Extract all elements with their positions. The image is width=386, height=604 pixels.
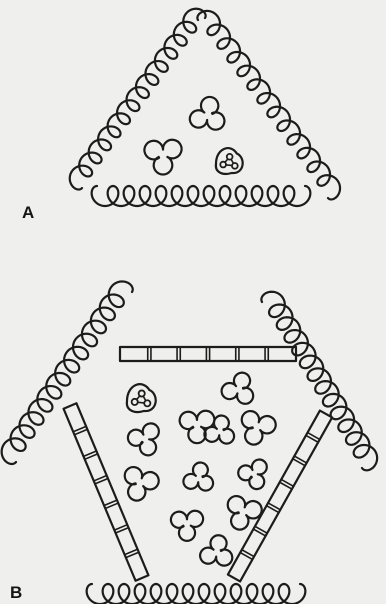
panel-a: A <box>22 9 340 222</box>
clover-blob <box>183 463 213 491</box>
clover-blob <box>190 97 225 130</box>
panel-a-helix-left <box>70 9 206 190</box>
strand-divider <box>242 550 254 557</box>
panel-b-interior <box>125 373 276 566</box>
strand-outline <box>228 411 332 582</box>
panel-b-helix-bottom <box>87 584 306 604</box>
panel-a-label: A <box>22 203 34 222</box>
panel-b-helix-right <box>261 292 377 471</box>
strand-divider <box>308 433 320 440</box>
panel-b-strand-top <box>120 347 296 361</box>
clover-blob <box>222 373 254 404</box>
clover-blob <box>238 460 267 490</box>
ringed-cluster <box>127 384 156 412</box>
strand-divider <box>267 506 279 513</box>
strand-outline <box>120 347 296 361</box>
strand-divider <box>268 503 280 510</box>
clover-blob <box>200 535 232 565</box>
panel-b: B <box>2 281 378 604</box>
strand-divider <box>281 479 293 486</box>
panel-b-label: B <box>10 583 22 602</box>
panel-b-helix-left <box>2 281 133 464</box>
ringed-cluster <box>216 148 243 174</box>
clover-blob <box>204 416 234 444</box>
clover-blob <box>171 511 203 541</box>
strand-divider <box>255 526 267 533</box>
strand-divider <box>280 482 292 489</box>
panel-a-helix-bottom <box>92 186 311 206</box>
strand-divider <box>240 553 252 560</box>
panel-a-interior <box>144 97 242 174</box>
strand-divider <box>293 459 305 466</box>
clover-blob <box>144 140 181 175</box>
clover-blob <box>125 467 159 501</box>
strand-divider <box>253 529 265 536</box>
panel-b-strand-right <box>228 411 332 582</box>
strand-divider <box>294 456 306 463</box>
strand-divider <box>306 435 318 442</box>
clover-blob <box>128 423 159 455</box>
clover-blob <box>242 411 276 445</box>
